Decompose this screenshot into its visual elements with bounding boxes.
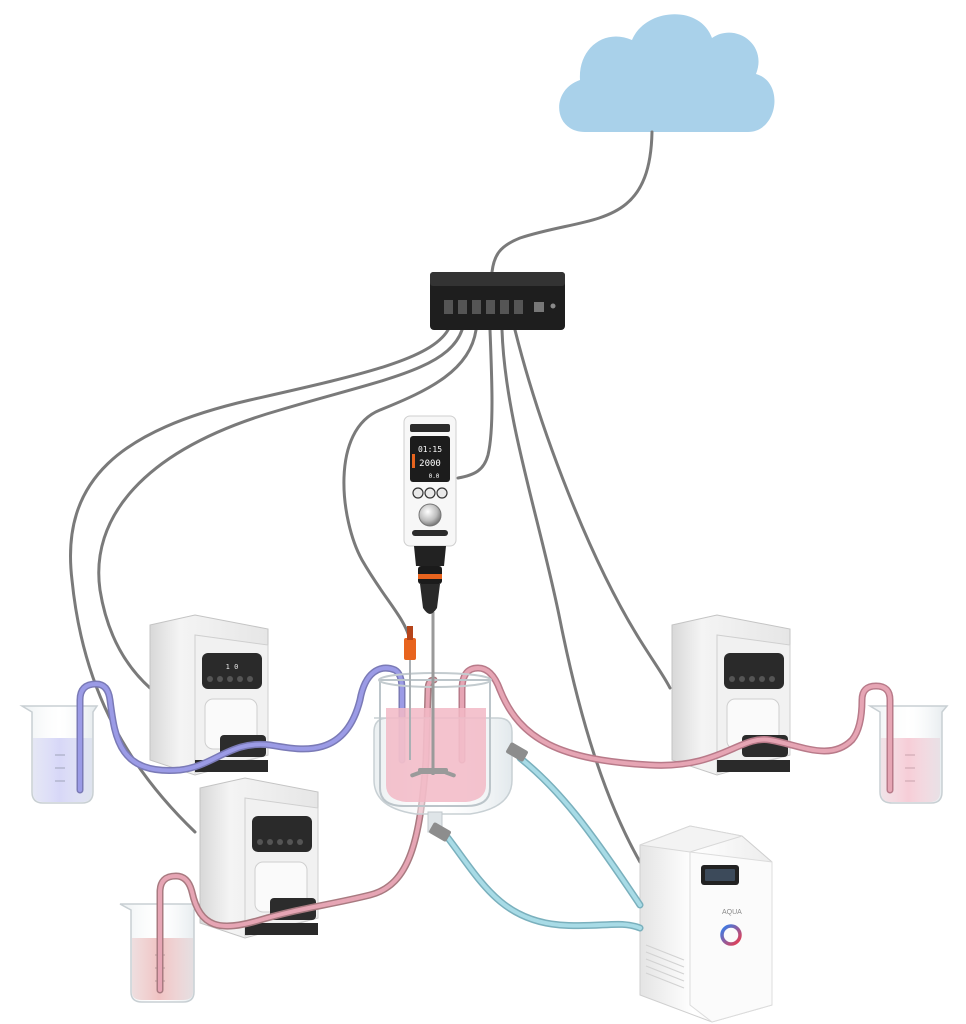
chiller-brand: AQUA <box>722 909 742 916</box>
hub-body <box>430 272 565 330</box>
pump-display-value: 1 0 <box>226 663 239 671</box>
stirrer-time-value: 01:15 <box>418 445 442 454</box>
cable-hub-chiller <box>500 328 642 864</box>
tube-purple-inner <box>78 666 404 792</box>
pump-base <box>195 760 268 772</box>
hub-power-socket <box>534 302 544 312</box>
beaker-pink <box>867 705 949 804</box>
hub-port <box>486 300 495 314</box>
stirrer-knob <box>418 503 442 527</box>
beaker-purple <box>19 705 99 804</box>
stirrer-neck <box>414 546 446 566</box>
stirrer-display-bar <box>412 530 448 536</box>
pump-left-bottom <box>199 777 319 939</box>
hub-port <box>444 300 453 314</box>
cable-hub-stirrer <box>456 328 494 480</box>
hose-connector <box>429 742 528 842</box>
stirrer-speed-value: 2000 <box>419 459 441 469</box>
cloud <box>559 14 775 132</box>
pump-buttons <box>257 839 303 845</box>
tube-purple <box>76 664 406 794</box>
chiller-top <box>639 825 743 853</box>
stirrer-buttons <box>412 487 448 499</box>
chiller: AQUA <box>639 825 773 1023</box>
hub-top-plate <box>430 272 565 286</box>
chiller-display-screen <box>705 869 735 881</box>
pump-base <box>245 923 318 935</box>
hub-led <box>550 303 556 309</box>
tube-blue-upper-inner <box>518 756 642 907</box>
hub-port <box>458 300 467 314</box>
tube-blue <box>444 754 644 932</box>
pump-left-top: 1 0 <box>149 614 269 776</box>
pump-keypad <box>202 653 262 689</box>
stirrer-header <box>410 424 450 432</box>
cable-cloud-hub <box>490 130 654 274</box>
beaker-graduations <box>55 754 65 782</box>
hub-port <box>514 300 523 314</box>
reactor-liquid <box>386 708 486 802</box>
tube-pink-inner <box>460 665 892 792</box>
tubes <box>76 664 894 994</box>
stirrer-chuck-band <box>418 574 442 579</box>
tube-blue-lower-outer <box>444 834 644 932</box>
hub-port <box>472 300 481 314</box>
reactor <box>373 612 528 842</box>
temperature-probe <box>404 626 416 760</box>
cloud-shape <box>559 14 775 132</box>
impeller <box>410 768 456 778</box>
stirrer-small-value: 0.0 <box>429 473 440 480</box>
beaker-graduations <box>905 754 915 782</box>
chiller-power-ring <box>720 924 742 946</box>
cable-hub-probe <box>342 328 478 642</box>
hub-port <box>500 300 509 314</box>
chiller-front <box>689 851 773 1023</box>
pump-keypad <box>724 653 784 689</box>
tube-pink <box>458 664 894 794</box>
pump-buttons <box>207 676 253 682</box>
stirrer-screen-accent <box>412 454 415 468</box>
hub-ports <box>444 300 556 314</box>
cable-hub-pump-right <box>513 328 672 690</box>
chiller-vents <box>645 944 685 989</box>
hub <box>430 272 565 330</box>
pump-keypad <box>252 816 312 852</box>
reactor-vessel <box>379 679 491 807</box>
stirrer-chuck <box>420 584 440 614</box>
cable-hub-pump-left-inner <box>97 328 464 690</box>
stirrer-screen <box>410 436 450 482</box>
overhead-stirrer: 01:15 2000 0.0 <box>403 415 457 614</box>
reactor-rim <box>378 672 492 688</box>
tube-blue-upper-outer <box>516 754 644 909</box>
pump-buttons <box>729 676 775 682</box>
tube-blue-lower-inner <box>446 836 642 930</box>
pump-base <box>717 760 790 772</box>
